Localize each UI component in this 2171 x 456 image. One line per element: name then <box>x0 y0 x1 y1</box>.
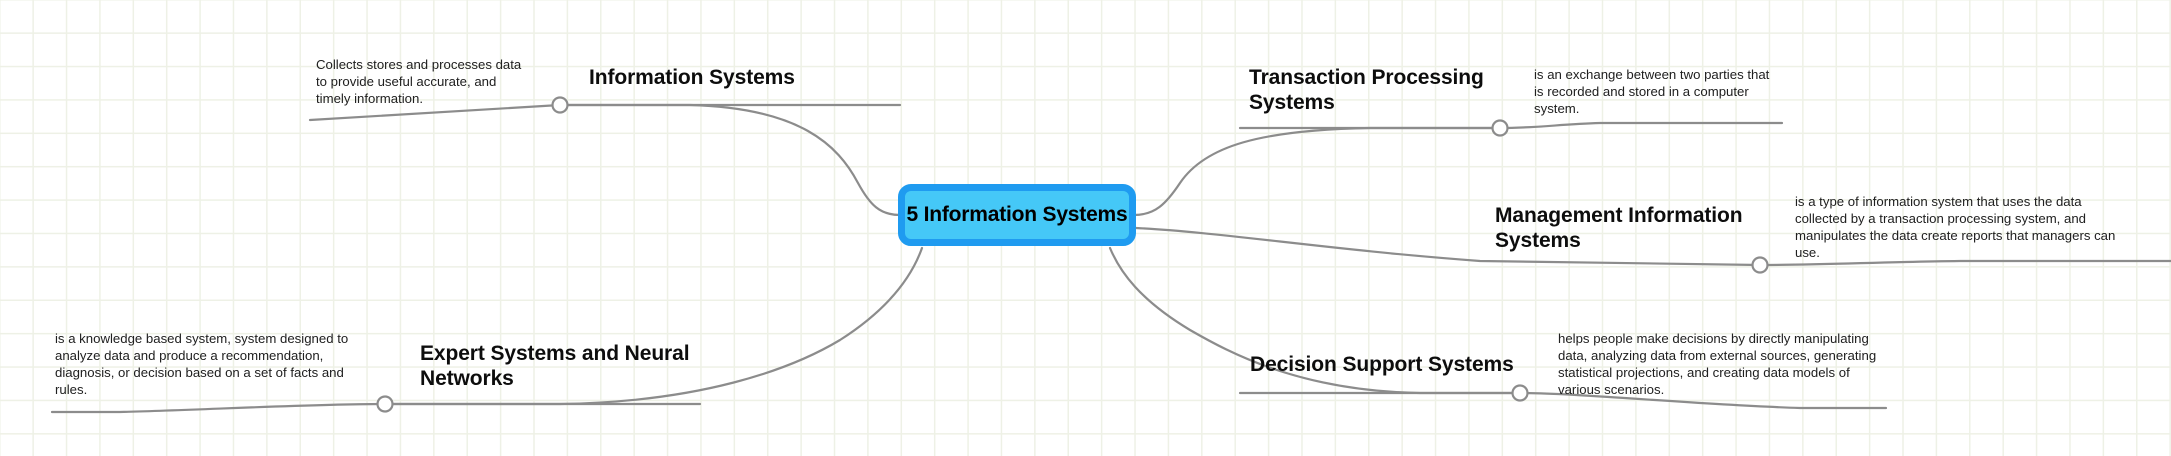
branch-title-expert-systems-and-neural-networks[interactable]: Expert Systems and Neural Networks <box>420 342 690 390</box>
edge-transaction-processing-systems <box>1132 126 1502 217</box>
connector-decision-support-systems[interactable] <box>1511 384 1529 402</box>
branch-title-information-systems[interactable]: Information Systems <box>589 66 795 89</box>
branch-title-management-information-systems[interactable]: Management Information Systems <box>1495 204 1743 252</box>
branch-title-decision-support-systems[interactable]: Decision Support Systems <box>1250 353 1514 376</box>
connector-management-information-systems[interactable] <box>1751 256 1769 274</box>
center-node-label: 5 Information Systems <box>906 203 1128 226</box>
edge-information-systems <box>558 103 902 217</box>
connector-expert-systems-and-neural-networks[interactable] <box>376 395 394 413</box>
connector-information-systems[interactable] <box>551 96 569 114</box>
edge-management-information-systems-tail <box>1758 259 2171 267</box>
leaf-text-management-information-systems[interactable]: is a type of information system that use… <box>1795 194 2116 260</box>
leaf-text-expert-systems-and-neural-networks[interactable]: is a knowledge based system, system desi… <box>55 331 349 397</box>
leaf-text-transaction-processing-systems[interactable]: is an exchange between two parties that … <box>1534 67 1770 116</box>
edge-expert-systems-and-neural-networks-tail <box>50 402 387 414</box>
edge-information-systems-tail <box>308 103 562 122</box>
leaf-text-decision-support-systems[interactable]: helps people make decisions by directly … <box>1558 331 1877 397</box>
branch-title-transaction-processing-systems[interactable]: Transaction Processing Systems <box>1249 66 1484 114</box>
center-node[interactable]: 5 Information Systems <box>898 184 1136 246</box>
edge-transaction-processing-systems-tail <box>1498 121 1784 130</box>
connector-transaction-processing-systems[interactable] <box>1491 119 1509 137</box>
leaf-text-information-systems[interactable]: Collects stores and processes data to pr… <box>316 57 522 106</box>
